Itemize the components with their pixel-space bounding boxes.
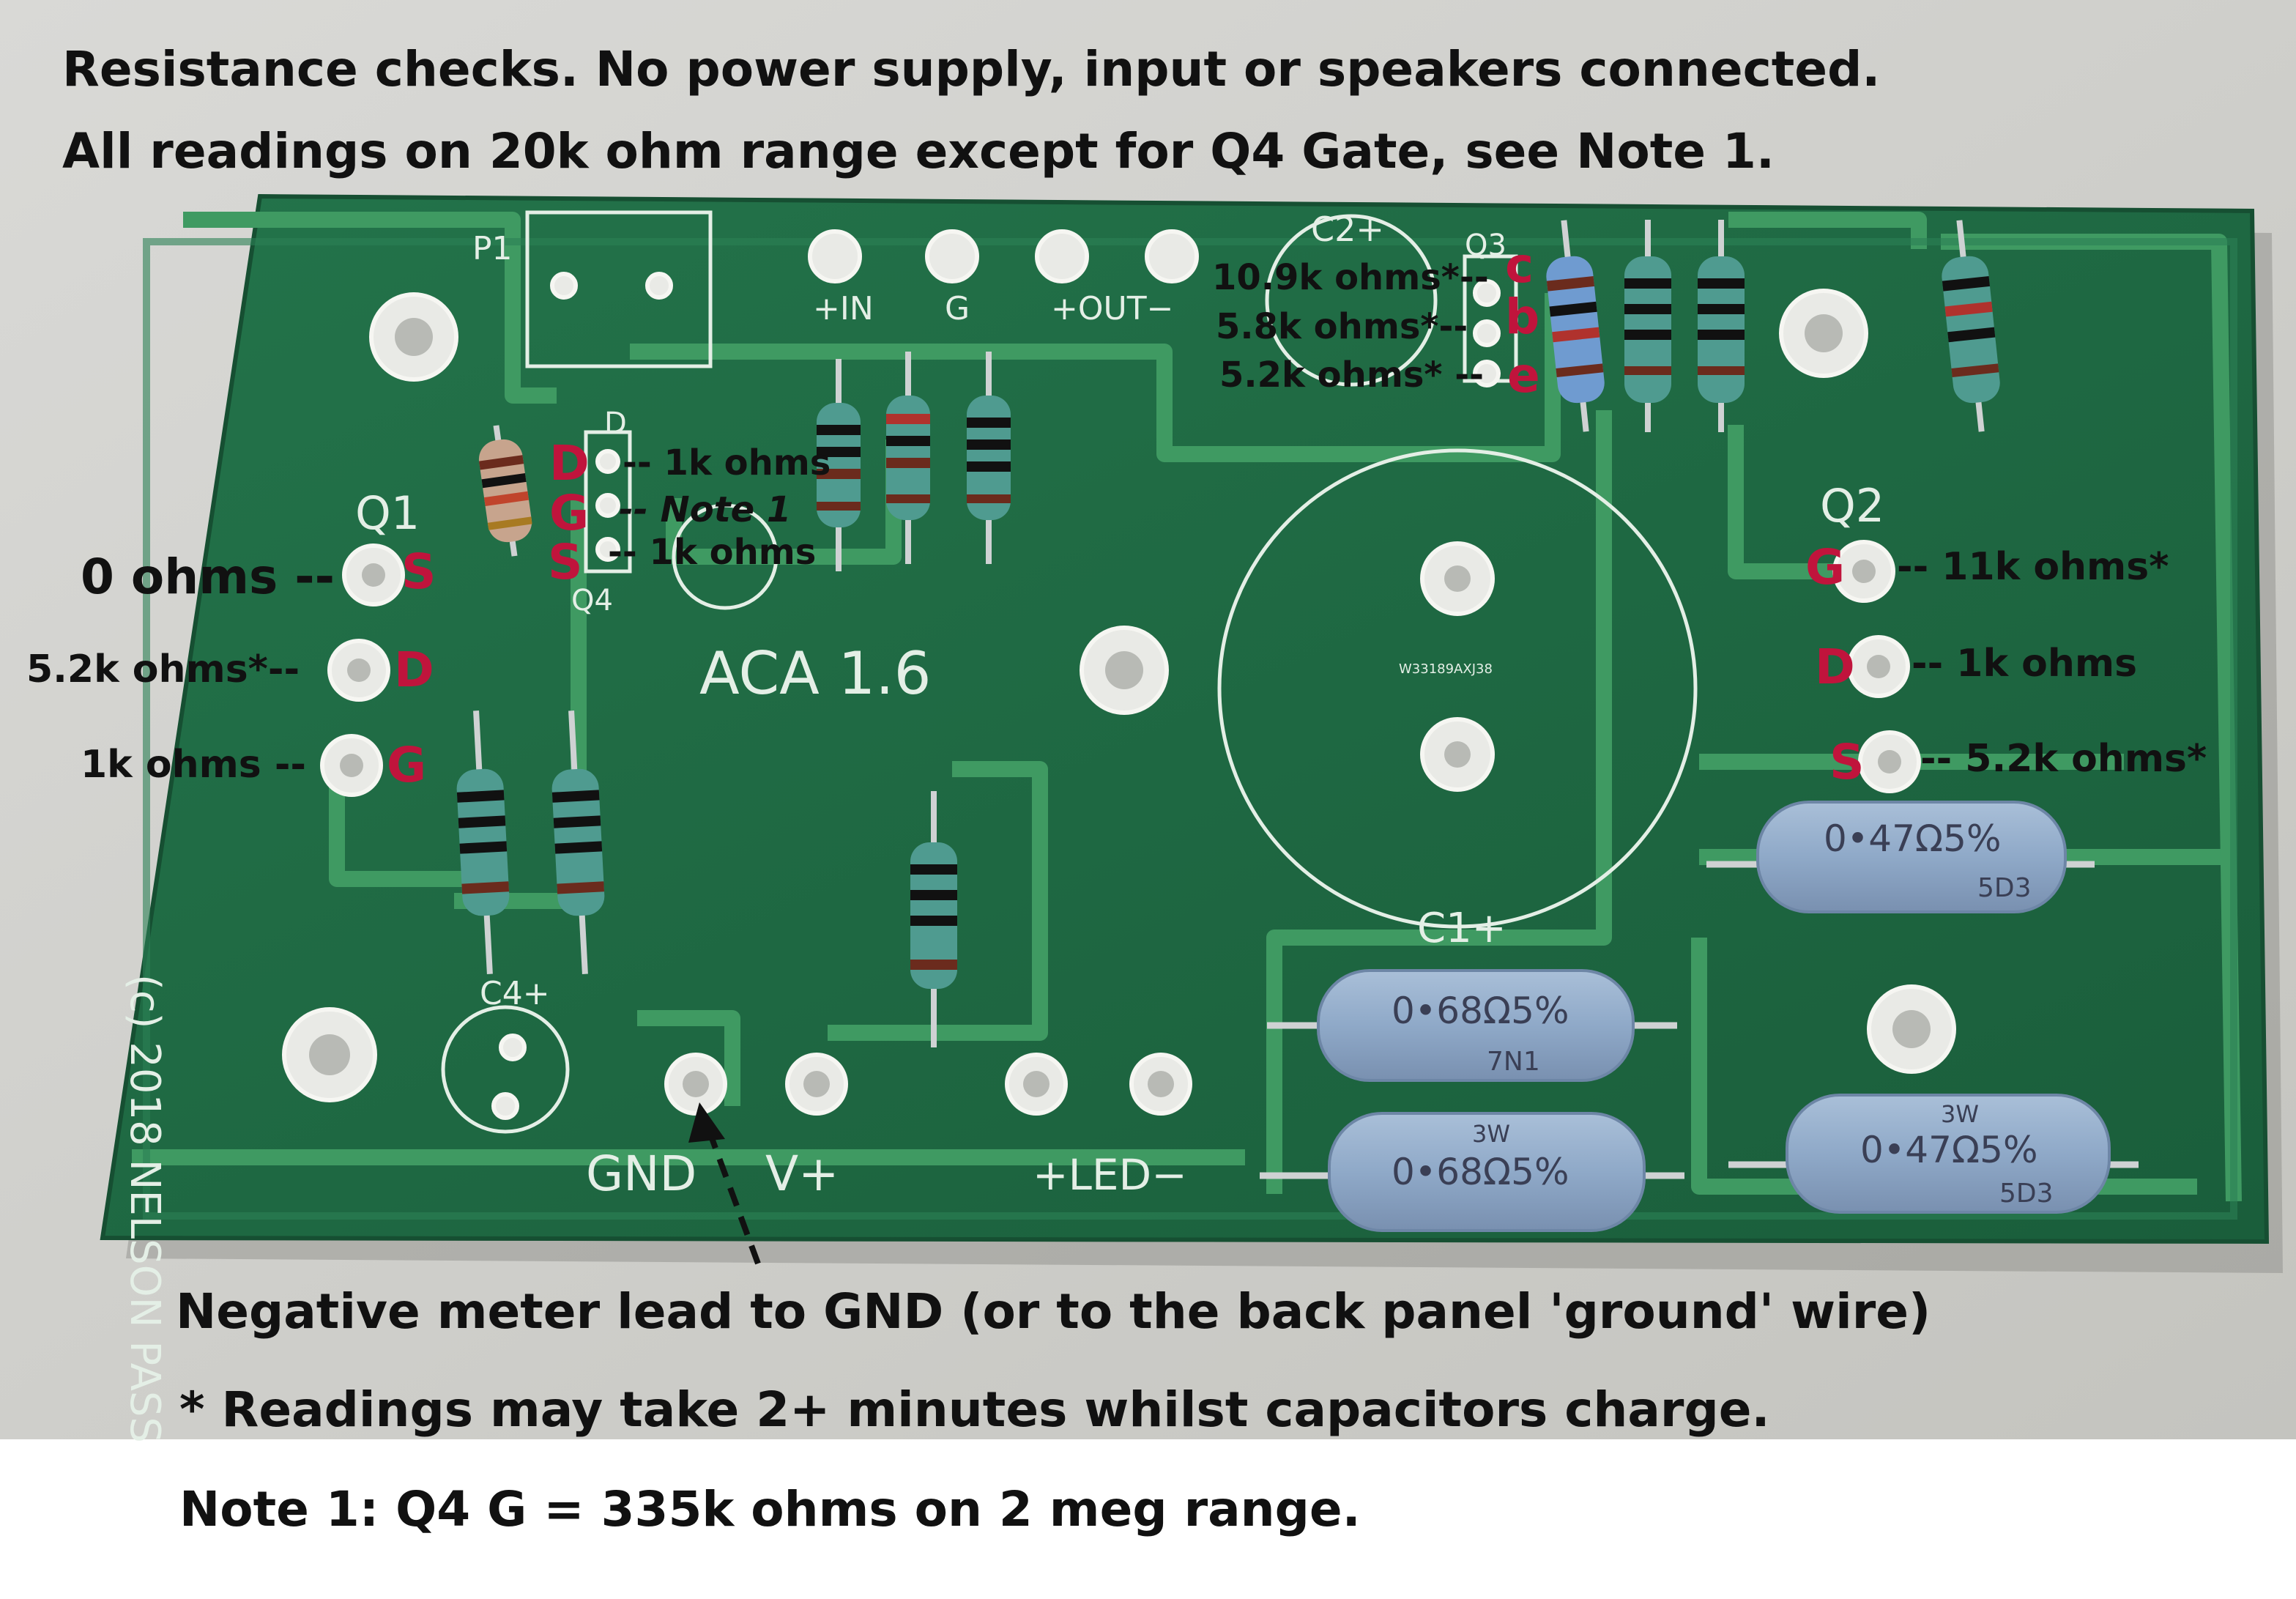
board-copyright: (c) 2018 NELSON PASS — [121, 974, 168, 1443]
silk-led: +LED− — [1033, 1150, 1187, 1200]
silkscreen-outlines — [441, 210, 1698, 1134]
silk-vplus: V+ — [765, 1146, 839, 1202]
silk-q3: Q3 — [1465, 229, 1506, 262]
power-resistor-4-value: 0•47Ω5% — [1860, 1129, 2038, 1171]
q4-drain-pin: D — [549, 435, 590, 491]
q2-source-reading: -- 5.2k ohms* — [1920, 737, 2207, 781]
power-resistor-3-value: 0•47Ω5% — [1824, 817, 2002, 860]
q1-gate-reading: 1k ohms -- — [81, 743, 307, 787]
q4-source-pin: S — [548, 534, 583, 590]
silk-g: G — [945, 290, 970, 327]
q1-source-reading: 0 ohms -- — [81, 549, 335, 605]
board-title: ACA 1.6 — [699, 639, 932, 708]
signal-resistors — [456, 220, 2000, 1047]
silk-c2: C2+ — [1311, 209, 1384, 249]
power-resistor-1-value: 0•68Ω5% — [1392, 990, 1569, 1032]
power-resistor-1-code: 7N1 — [1487, 1047, 1540, 1077]
q3-collector-pin: c — [1505, 237, 1534, 294]
capacitor-charge-note: * Readings may take 2+ minutes whilst ca… — [179, 1381, 1770, 1438]
power-resistor-2-watt: 3W — [1472, 1120, 1510, 1148]
heading-line-1: Resistance checks. No power supply, inpu… — [62, 41, 1881, 97]
note-1: Note 1: Q4 G = 335k ohms on 2 meg range. — [179, 1481, 1361, 1537]
ground-lead-note: Negative meter lead to GND (or to the ba… — [176, 1283, 1931, 1340]
power-resistor-4-watt: 3W — [1941, 1100, 1979, 1128]
white-footer-area — [0, 1439, 2296, 1599]
silk-c4: C4+ — [480, 975, 550, 1012]
q1-drain-pin: D — [394, 642, 434, 698]
power-resistor-1 — [1317, 969, 1635, 1082]
pcb-outline — [100, 193, 2270, 1244]
silk-gnd: GND — [586, 1146, 697, 1202]
ground-arrow — [688, 1102, 761, 1265]
q2-gate-reading: -- 11k ohms* — [1897, 545, 2169, 589]
heading-line-2: All readings on 20k ohm range except for… — [62, 123, 1775, 179]
silk-in: +IN — [813, 290, 874, 327]
capacitor-code: W33189AXJ38 — [1399, 661, 1493, 677]
power-resistors — [1260, 801, 2139, 1232]
q3-collector-reading: 10.9k ohms*-- — [1212, 257, 1489, 298]
pad-holes — [309, 314, 1931, 1097]
q2-source-pin: S — [1829, 734, 1865, 790]
power-resistor-3-code: 5D3 — [1977, 873, 2032, 903]
power-resistor-2 — [1328, 1112, 1646, 1232]
power-resistor-4 — [1786, 1094, 2111, 1214]
q2-drain-pin: D — [1815, 639, 1855, 695]
q3-emitter-pin: e — [1507, 347, 1540, 404]
q1-drain-reading: 5.2k ohms*-- — [26, 648, 300, 691]
silk-q2: Q2 — [1820, 479, 1885, 533]
power-resistor-4-code: 5D3 — [1999, 1179, 2054, 1209]
q2-drain-reading: -- 1k ohms — [1912, 642, 2138, 686]
q4-drain-reading: -- 1k ohms — [623, 442, 831, 483]
q3-emitter-reading: 5.2k ohms* -- — [1219, 355, 1485, 396]
silk-q4: Q4 — [571, 584, 613, 617]
silk-p1: P1 — [472, 230, 513, 267]
q2-gate-pin: G — [1805, 539, 1846, 596]
silk-q1: Q1 — [355, 486, 420, 540]
silk-q4-d: D — [604, 407, 627, 440]
q3-base-pin: b — [1505, 289, 1540, 345]
silk-out: +OUT− — [1051, 290, 1174, 327]
q1-source-pin: S — [401, 543, 436, 600]
q4-gate-pin: G — [549, 485, 590, 541]
power-resistor-2-value: 0•68Ω5% — [1392, 1151, 1569, 1193]
q4-gate-reading: -- Note 1 — [619, 489, 792, 530]
q1-gate-pin: G — [387, 737, 427, 793]
silk-c1: C1+ — [1417, 905, 1506, 952]
q4-source-reading: -- 1k ohms — [608, 532, 817, 573]
q3-base-reading: 5.8k ohms*-- — [1216, 306, 1468, 347]
power-resistor-3 — [1756, 801, 2067, 913]
